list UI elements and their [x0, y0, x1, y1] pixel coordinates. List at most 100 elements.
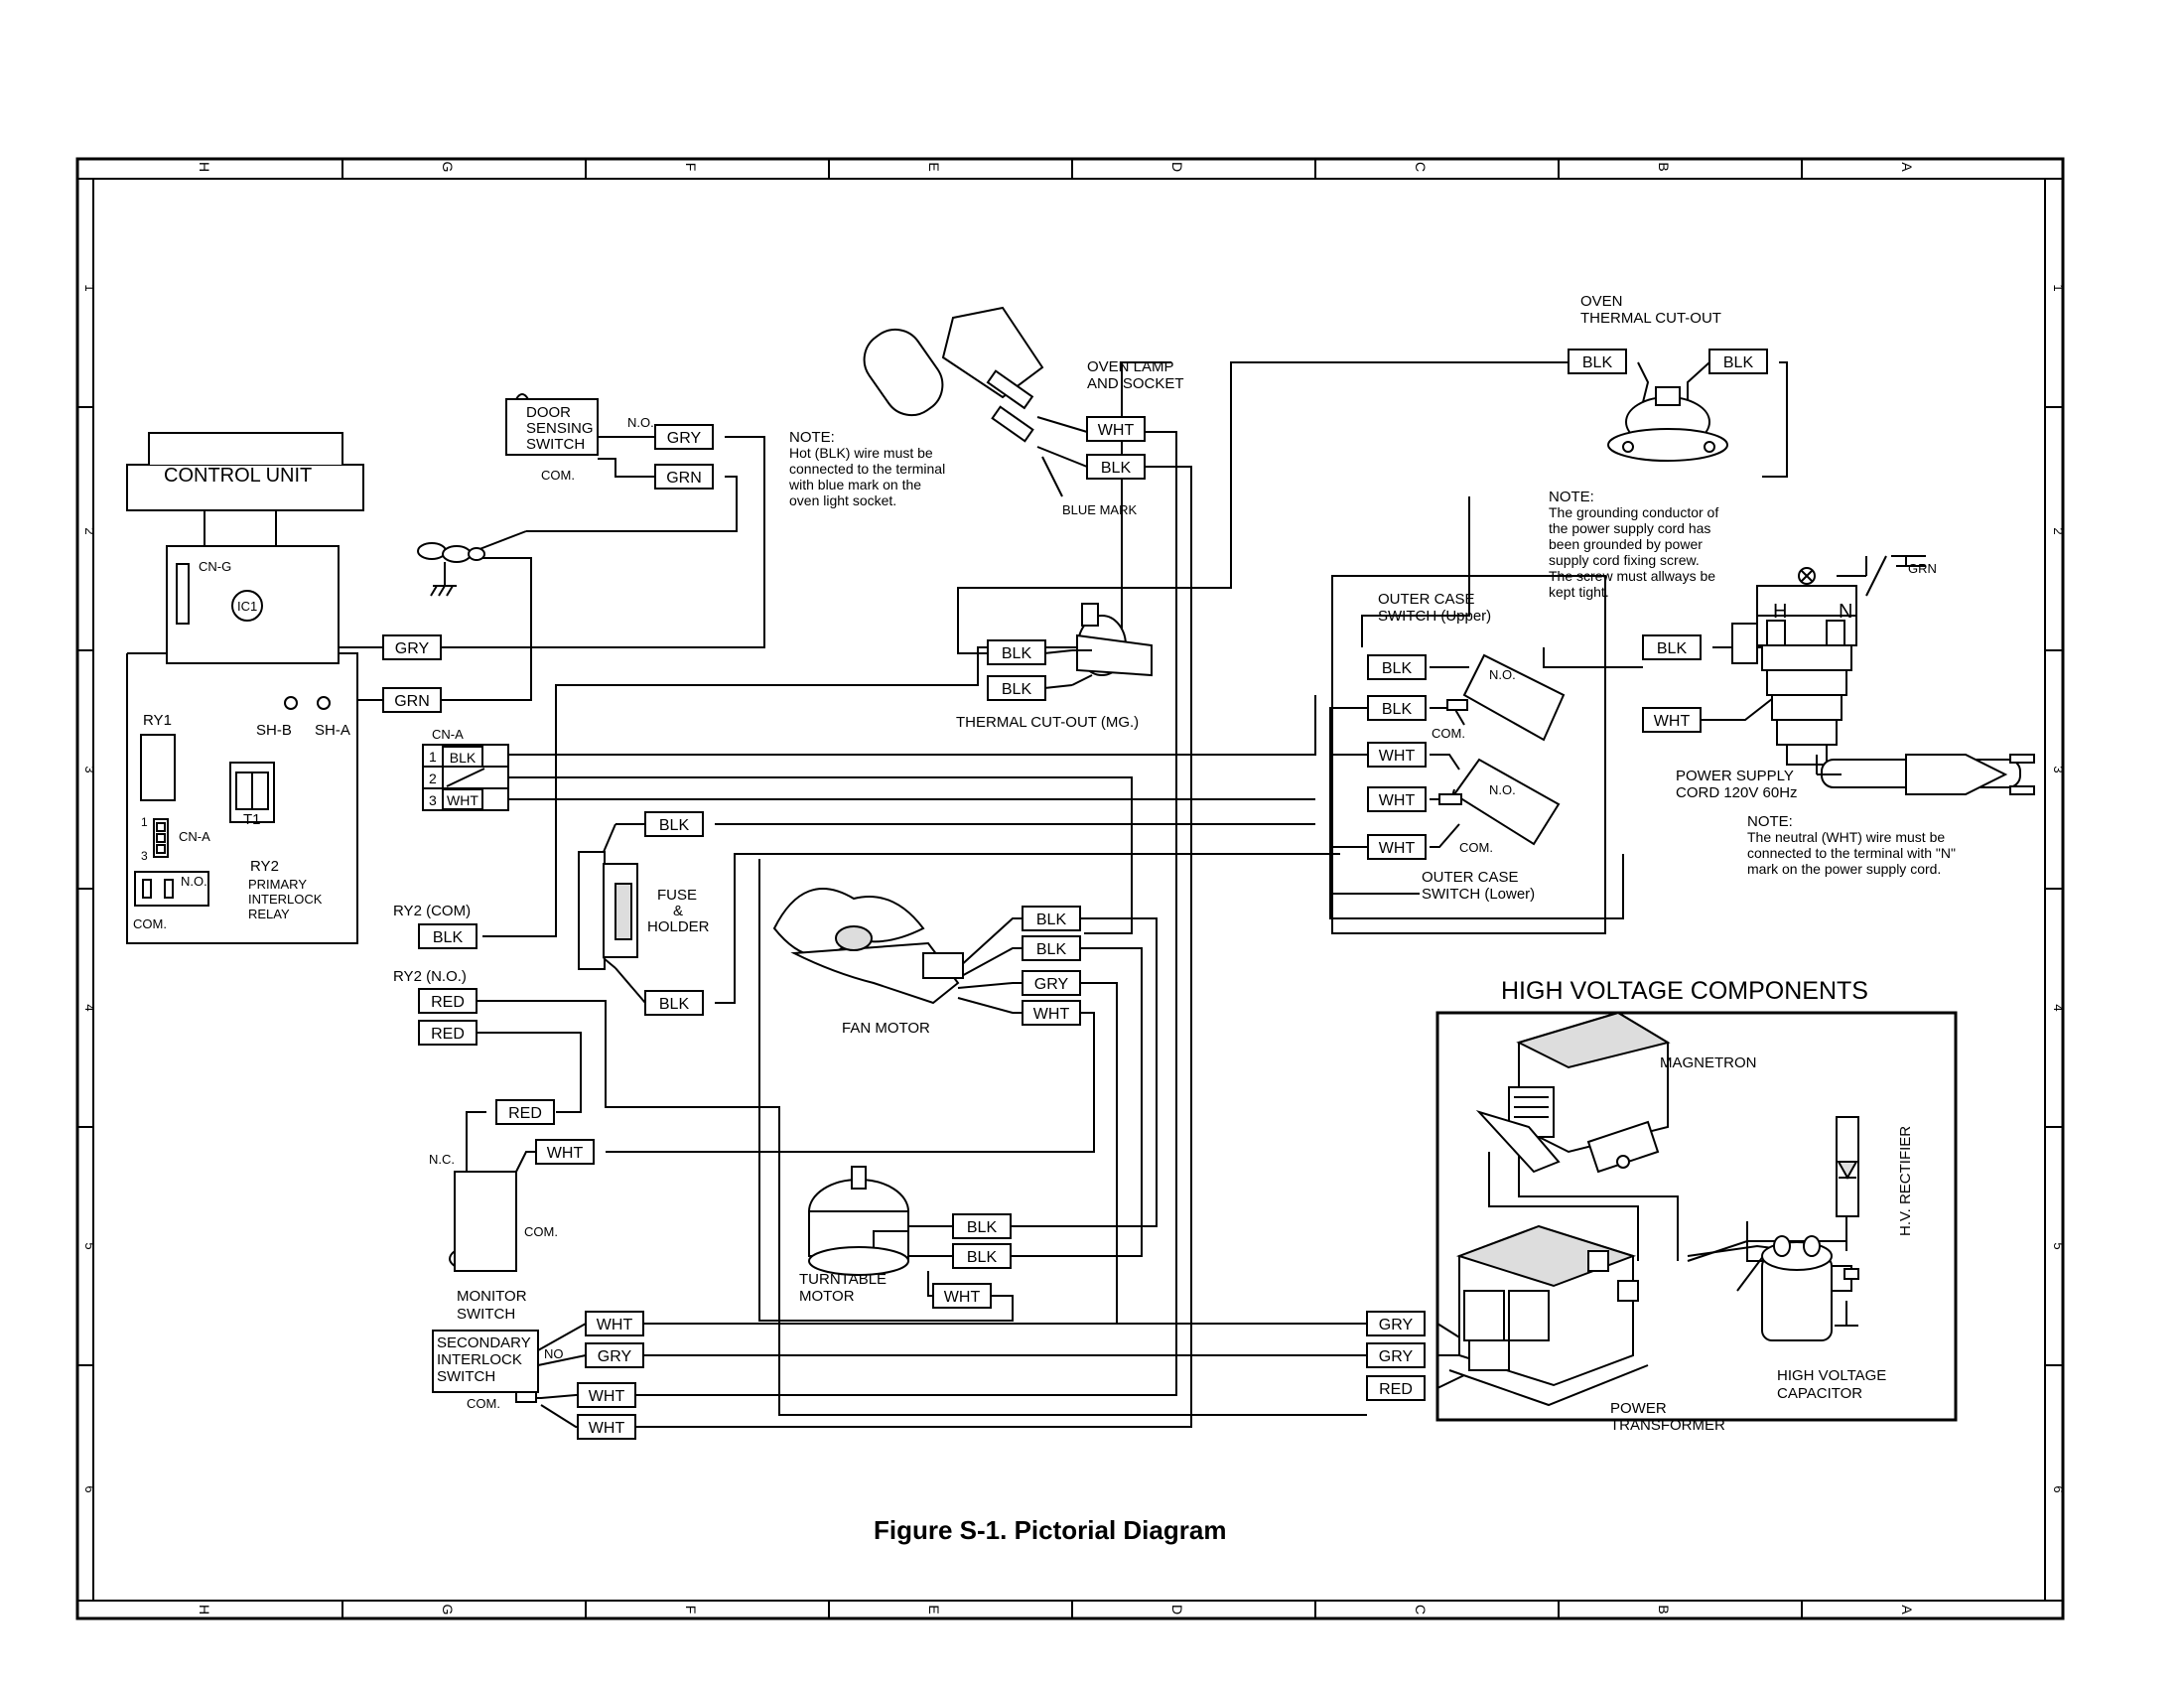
- wire-tag-blk: BLK: [952, 1243, 1012, 1269]
- note-lamp-line5: oven light socket.: [789, 492, 896, 508]
- wire-tag-text: GRY: [1379, 1317, 1414, 1333]
- wire-tag-blk: BLK: [952, 1213, 1012, 1239]
- frame-col-bottom-C: C: [1413, 1605, 1429, 1614]
- frame-col-top-B: B: [1656, 162, 1672, 171]
- wire-tag-wht: WHT: [1367, 834, 1427, 860]
- wire-tag-text: BLK: [967, 1249, 998, 1266]
- wire-tag-red: RED: [495, 1099, 555, 1125]
- wire-tag-text: BLK: [1382, 660, 1413, 677]
- secondary-com-label: COM.: [467, 1396, 500, 1411]
- oven-lamp-line1: OVEN LAMP: [1087, 358, 1174, 375]
- secondary-line3: SWITCH: [437, 1368, 495, 1385]
- frame-col-top-D: D: [1169, 162, 1185, 172]
- transformer-line1: POWER: [1610, 1400, 1667, 1417]
- wire-tag-blk: BLK: [442, 746, 483, 768]
- fuse-holder: [578, 823, 638, 970]
- wire-tag-wht: WHT: [1022, 1000, 1081, 1026]
- note-lamp-line1: NOTE:: [789, 429, 835, 446]
- cn-a-row-1: 1: [429, 749, 437, 765]
- wire-tag-blk: BLK: [1708, 349, 1768, 374]
- frame-row-left-1: 1: [82, 284, 97, 291]
- note-ground-line6: The screw must allways be: [1549, 568, 1715, 584]
- oven-thermal-line2: THERMAL CUT-OUT: [1580, 310, 1721, 327]
- ry2-no-wire-label: RY2 (N.O.): [393, 968, 467, 985]
- wire-tag-text: WHT: [589, 1420, 625, 1437]
- note-ground-line1: NOTE:: [1549, 489, 1594, 505]
- frame-col-top-E: E: [926, 162, 942, 171]
- outer-case-switch-upper: [1446, 653, 1566, 742]
- wire-tag-text: WHT: [447, 792, 478, 808]
- hv-cap-line1: HIGH VOLTAGE: [1777, 1367, 1886, 1384]
- thermal-mg-label: THERMAL CUT-OUT (MG.): [956, 714, 1139, 731]
- wire-tag-text: WHT: [1379, 840, 1416, 857]
- ic1-label: IC1: [237, 599, 257, 614]
- wire-tag-blk: BLK: [987, 675, 1046, 701]
- wire-tag-wht: WHT: [577, 1382, 636, 1408]
- secondary-no-label: NO: [544, 1346, 564, 1361]
- wire-tag-text: BLK: [450, 750, 477, 766]
- turntable-line2: MOTOR: [799, 1288, 855, 1305]
- frame-row-right-6: 6: [2051, 1485, 2066, 1492]
- wire-tag-text: WHT: [1654, 713, 1691, 730]
- ry2-no-label: N.O.: [181, 874, 207, 889]
- oven-lamp-line2: AND SOCKET: [1087, 375, 1184, 392]
- magnetron-label: MAGNETRON: [1660, 1054, 1757, 1071]
- frame-col-bottom-G: G: [440, 1605, 456, 1615]
- wire-tag-blk: BLK: [1367, 654, 1427, 680]
- control-unit: [126, 432, 364, 944]
- frame-row-left-3: 3: [82, 766, 97, 772]
- wire-tag-text: GRY: [395, 640, 430, 657]
- fan-motor-label: FAN MOTOR: [842, 1020, 930, 1037]
- hv-cap-line2: CAPACITOR: [1777, 1385, 1862, 1402]
- oven-thermal-cutout: [1607, 386, 1728, 462]
- frame-row-left-6: 6: [82, 1485, 97, 1492]
- frame-col-bottom-A: A: [1899, 1605, 1915, 1614]
- note-neutral-line4: mark on the power supply cord.: [1747, 861, 1941, 877]
- wire-tag-text: BLK: [1036, 912, 1067, 928]
- wire-tag-wht: WHT: [932, 1283, 992, 1309]
- wire-tag-blk: BLK: [1568, 349, 1627, 374]
- monitor-line1: MONITOR: [457, 1288, 527, 1305]
- note-ground-line2: The grounding conductor of: [1549, 504, 1718, 520]
- wire-tag-wht: WHT: [1367, 742, 1427, 768]
- frame-col-top-H: H: [197, 162, 212, 172]
- outer-upper-line2: SWITCH (Upper): [1378, 608, 1491, 625]
- outer-lower-line2: SWITCH (Lower): [1422, 886, 1535, 903]
- cn-a-pin1-label: 1: [141, 815, 148, 829]
- wire-tag-wht: WHT: [577, 1414, 636, 1440]
- fuse-line3: HOLDER: [647, 918, 710, 935]
- wire-tag-text: BLK: [659, 817, 690, 834]
- hv-rectifier: [1836, 1116, 1859, 1217]
- wire-tag-text: BLK: [433, 929, 464, 946]
- wire-tag-text: GRY: [1034, 976, 1069, 993]
- wire-tag-text: BLK: [1036, 941, 1067, 958]
- sh-a-label: SH-A: [315, 722, 350, 739]
- transformer-line2: TRANSFORMER: [1610, 1417, 1725, 1434]
- door-sensing-switch: [505, 393, 599, 456]
- grn-ground-label: GRN: [1908, 561, 1937, 576]
- wire-tag-red: RED: [1366, 1375, 1426, 1401]
- thermal-cutout-mg: [1071, 603, 1153, 686]
- door-no-label: N.O.: [627, 415, 654, 430]
- oven-lamp-socket: [863, 306, 1063, 497]
- power-supply-plug: [1731, 555, 2035, 795]
- wire-tag-text: GRY: [667, 430, 702, 447]
- wire-tag-blk: BLK: [644, 990, 704, 1016]
- wire-tag-blk: BLK: [1022, 935, 1081, 961]
- note-lamp-line3: connected to the terminal: [789, 461, 945, 477]
- cn-a-board-label: CN-A: [179, 829, 210, 844]
- door-line2: SENSING: [526, 420, 594, 437]
- wire-tag-gry: GRY: [1022, 970, 1081, 996]
- ry2-line3: RELAY: [248, 907, 290, 921]
- wire-tag-grn: GRN: [382, 687, 442, 713]
- wire-tag-text: RED: [431, 1026, 465, 1043]
- secondary-line2: INTERLOCK: [437, 1351, 522, 1368]
- figure-caption: Figure S-1. Pictorial Diagram: [874, 1515, 1226, 1545]
- note-ground-line5: supply cord fixing screw.: [1549, 552, 1700, 568]
- frame-col-top-C: C: [1413, 162, 1429, 172]
- cn-a-row-3: 3: [429, 792, 437, 808]
- frame-col-bottom-B: B: [1656, 1605, 1672, 1614]
- power-cord-line2: CORD 120V 60Hz: [1676, 784, 1798, 801]
